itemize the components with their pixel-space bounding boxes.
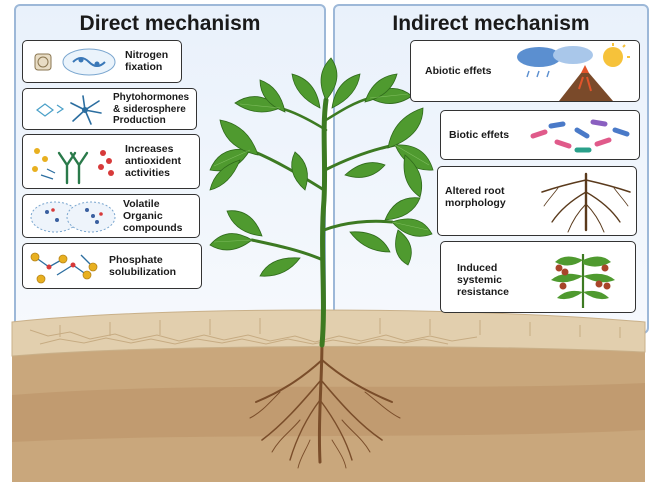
bacteria-icon <box>29 46 119 78</box>
phosphate-label: Phosphate solubilization <box>109 254 176 278</box>
hormone-molecule-icon <box>27 93 107 127</box>
biotic-label: Biotic effets <box>449 129 509 141</box>
card-nitrogen-fixation[interactable]: Nitrogen fixation <box>22 40 182 83</box>
weather-volcano-icon <box>509 43 637 101</box>
card-phytohormones[interactable]: Phytohormones & siderosphere Production <box>22 88 197 130</box>
card-abiotic[interactable]: Abiotic effets <box>410 40 640 102</box>
card-systemic-resistance[interactable]: Induced systemic resistance <box>440 241 636 313</box>
plant-stem <box>250 98 395 345</box>
antioxidant-label: Increases antioxident activities <box>125 143 181 179</box>
abiotic-label: Abiotic effets <box>425 65 492 77</box>
microbes-icon <box>527 116 637 156</box>
nitrogen-fixation-label: Nitrogen fixation <box>125 49 168 73</box>
antibody-icon <box>27 139 119 185</box>
root-morphology-label: Altered root morphology <box>445 185 506 209</box>
card-phosphate[interactable]: Phosphate solubilization <box>22 243 202 289</box>
card-antioxidant[interactable]: Increases antioxident activities <box>22 134 200 189</box>
card-volatile-organic[interactable]: Volatile Organic compounds <box>22 194 200 238</box>
systemic-resistance-label: Induced systemic resistance <box>457 262 509 298</box>
volatile-compound-icon <box>27 198 119 236</box>
volatile-organic-label: Volatile Organic compounds <box>123 198 183 234</box>
card-root-morphology[interactable]: Altered root morphology <box>437 166 637 236</box>
tomato-plant-icon <box>537 246 631 310</box>
phytohormones-label: Phytohormones & siderosphere Production <box>113 92 189 127</box>
phosphate-icon <box>27 247 107 287</box>
root-icon <box>538 170 634 234</box>
card-biotic[interactable]: Biotic effets <box>440 110 640 160</box>
